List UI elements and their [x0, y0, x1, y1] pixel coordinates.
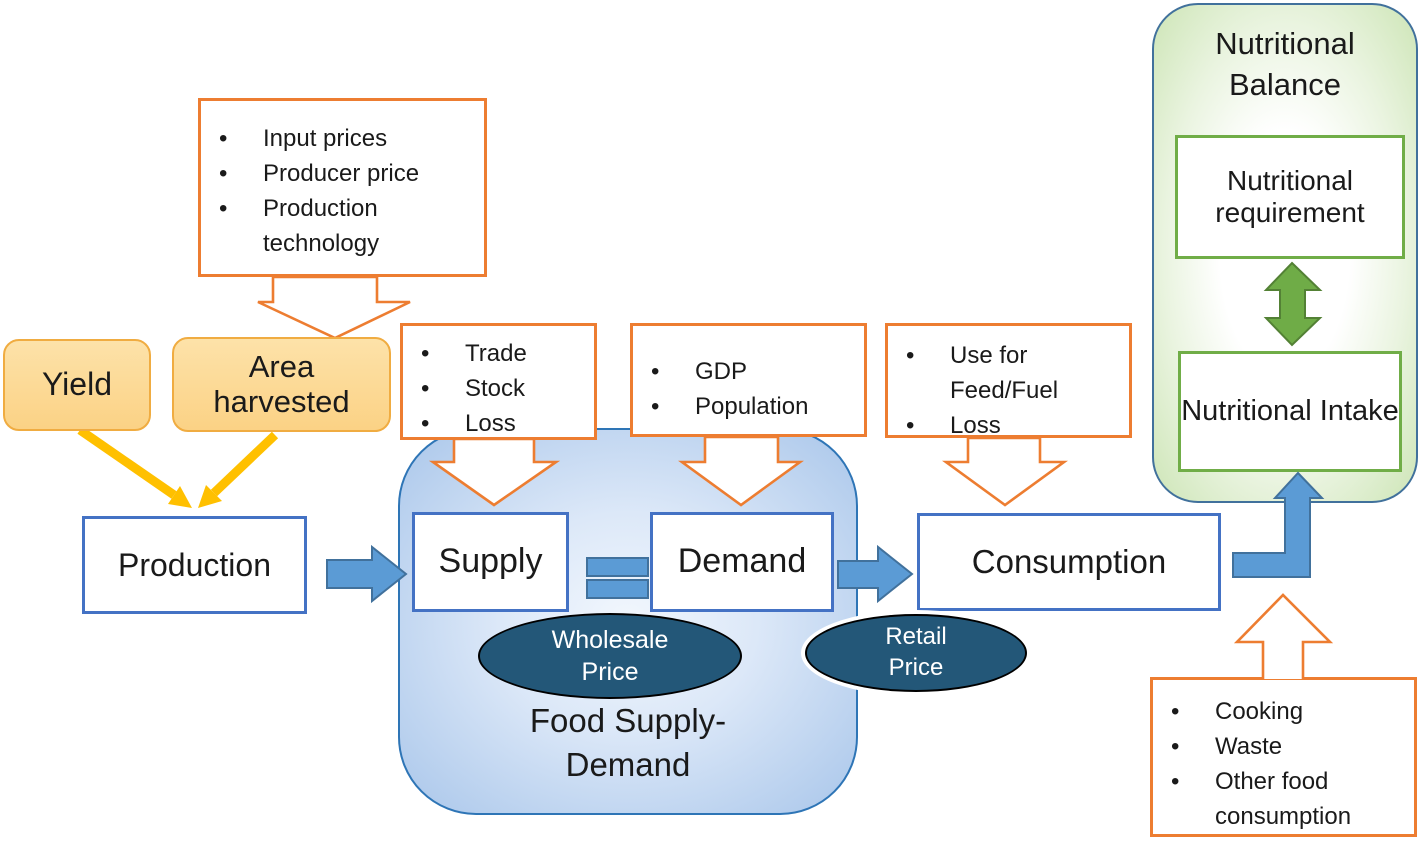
list-item: Loss: [888, 408, 1129, 443]
callout-intake-factors: Cooking Waste Other food consumption: [1150, 677, 1417, 837]
retail-price-label: Retail Price: [885, 623, 947, 681]
node-supply: Supply: [412, 512, 569, 612]
yield-to-production-arrow: [77, 426, 177, 499]
node-demand: Demand: [650, 512, 834, 612]
node-area-harvested: Area harvested: [172, 337, 391, 432]
production-label: Production: [118, 546, 271, 583]
wholesale-price-label: Wholesale Price: [551, 626, 669, 686]
list-item: Producer price: [201, 156, 484, 191]
node-production: Production: [82, 516, 307, 614]
list-item: Stock: [403, 371, 594, 406]
production-to-supply-arrow: [326, 544, 408, 604]
node-yield: Yield: [3, 339, 151, 431]
food-supply-demand-title: Food Supply-Demand: [529, 702, 727, 783]
list-item: Cooking: [1153, 694, 1414, 729]
production-factors-list: Input prices Producer price Production t…: [201, 121, 484, 261]
consumption-factors-arrow-icon: [942, 436, 1068, 507]
list-item: Use for Feed/Fuel: [888, 338, 1129, 408]
yield-arrowhead-icon: [168, 486, 192, 508]
list-item: Loss: [403, 406, 594, 441]
demand-factors-list: GDP Population: [633, 354, 864, 424]
area-to-production-arrow: [210, 431, 279, 497]
area-arrowhead-icon: [198, 485, 222, 508]
demand-label: Demand: [677, 542, 807, 581]
supply-label: Supply: [438, 542, 543, 581]
retail-price-ellipse: Retail Price: [805, 614, 1027, 692]
nutritional-intake-label: Nutritional Intake: [1181, 394, 1399, 427]
callout-supply-factors: Trade Stock Loss: [400, 323, 597, 441]
area-harvested-label: Area harvested: [213, 348, 350, 419]
list-item: Population: [633, 389, 864, 424]
wholesale-price-ellipse: Wholesale Price: [478, 613, 742, 699]
node-consumption: Consumption: [917, 513, 1221, 611]
intake-factors-list: Cooking Waste Other food consumption: [1153, 694, 1414, 834]
consumption-factors-list: Use for Feed/Fuel Loss: [888, 338, 1129, 443]
list-item: Production technology: [201, 191, 484, 261]
nutritional-requirement-label: Nutritional requirement: [1215, 164, 1365, 228]
list-item: Input prices: [201, 121, 484, 156]
callout-production-factors: Input prices Producer price Production t…: [198, 98, 487, 277]
nutritional-balance-title: Nutritional Balance: [1215, 26, 1355, 102]
callout-consumption-factors: Use for Feed/Fuel Loss: [885, 323, 1132, 443]
yield-label: Yield: [42, 366, 112, 403]
consumption-label: Consumption: [971, 543, 1167, 581]
list-item: Trade: [403, 336, 594, 371]
node-nutritional-intake: Nutritional Intake: [1178, 351, 1402, 472]
production-factors-arrow-icon: [257, 275, 411, 340]
list-item: GDP: [633, 354, 864, 389]
list-item: Waste: [1153, 729, 1414, 764]
callout-demand-factors: GDP Population: [630, 323, 867, 437]
node-nutritional-requirement: Nutritional requirement: [1175, 135, 1405, 259]
supply-factors-list: Trade Stock Loss: [403, 336, 594, 441]
intake-factors-arrow-icon: [1233, 593, 1334, 679]
list-item: Other food consumption: [1153, 764, 1414, 834]
